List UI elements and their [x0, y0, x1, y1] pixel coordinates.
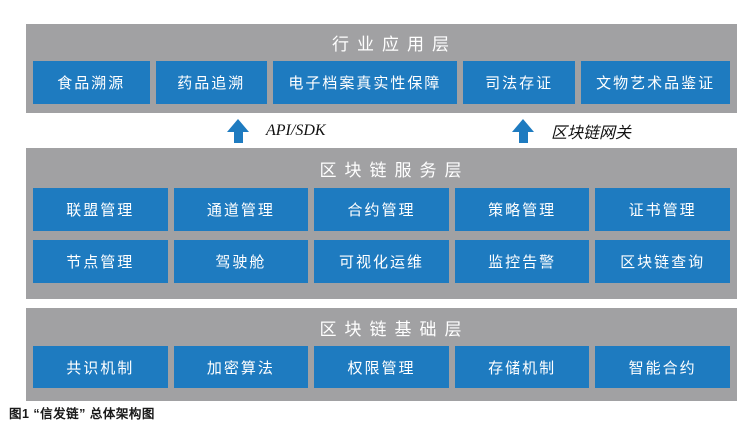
- box-node-mgmt: 节点管理: [33, 240, 168, 283]
- connector-api-sdk: API/SDK: [227, 118, 326, 143]
- box-visual-ops: 可视化运维: [314, 240, 449, 283]
- box-channel-mgmt: 通道管理: [173, 188, 309, 231]
- layer-title-service: 区块链服务层: [319, 160, 470, 180]
- box-permission-mgmt: 权限管理: [314, 346, 449, 388]
- box-policy-mgmt: 策略管理: [454, 188, 590, 231]
- connector-blockchain-gateway: 区块链网关: [512, 118, 631, 143]
- service-box-row-2: 节点管理 驾驶舱 可视化运维 监控告警 区块链查询: [26, 240, 737, 283]
- up-arrow-icon: [227, 118, 249, 143]
- arrow-head: [227, 118, 249, 132]
- layer-title-base: 区块链基础层: [319, 319, 470, 339]
- figure-caption: 图1 “信发链” 总体架构图: [9, 407, 155, 421]
- box-monitor-alert: 监控告警: [454, 240, 590, 283]
- box-consensus-mechanism: 共识机制: [33, 346, 168, 388]
- layer-application: 行业应用层 食品溯源 药品追溯 电子档案真实性保障 司法存证 文物艺术品鉴证: [26, 24, 737, 113]
- box-blockchain-query: 区块链查询: [595, 240, 730, 283]
- box-storage-mechanism: 存储机制: [454, 346, 590, 388]
- layer-service: 区块链服务层 联盟管理 通道管理 合约管理 策略管理 证书管理 节点管理 驾驶舱…: [26, 148, 737, 299]
- up-arrow-icon: [512, 118, 534, 143]
- arrow-stem: [518, 131, 528, 143]
- box-encryption-algorithm: 加密算法: [173, 346, 309, 388]
- service-box-row-1: 联盟管理 通道管理 合约管理 策略管理 证书管理: [26, 188, 737, 231]
- application-box-row: 食品溯源 药品追溯 电子档案真实性保障 司法存证 文物艺术品鉴证: [26, 61, 737, 104]
- base-box-row: 共识机制 加密算法 权限管理 存储机制 智能合约: [26, 346, 737, 388]
- box-certificate-mgmt: 证书管理: [595, 188, 730, 231]
- box-contract-mgmt: 合约管理: [314, 188, 449, 231]
- box-consortium-mgmt: 联盟管理: [33, 188, 168, 231]
- connector-label-api-sdk: API/SDK: [266, 121, 326, 139]
- box-smart-contract: 智能合约: [595, 346, 730, 388]
- arrow-stem: [233, 131, 243, 143]
- connector-label-gateway: 区块链网关: [551, 124, 632, 142]
- box-artifact-appraisal: 文物艺术品鉴证: [581, 61, 730, 104]
- box-earchive-authenticity: 电子档案真实性保障: [273, 61, 457, 104]
- box-drug-traceability: 药品追溯: [155, 61, 268, 104]
- layer-base: 区块链基础层 共识机制 加密算法 权限管理 存储机制 智能合约: [26, 308, 737, 401]
- box-food-traceability: 食品溯源: [33, 61, 150, 104]
- box-dashboard: 驾驶舱: [173, 240, 309, 283]
- box-judicial-deposit: 司法存证: [462, 61, 576, 104]
- layer-title-application: 行业应用层: [332, 35, 457, 54]
- arrow-head: [512, 118, 534, 132]
